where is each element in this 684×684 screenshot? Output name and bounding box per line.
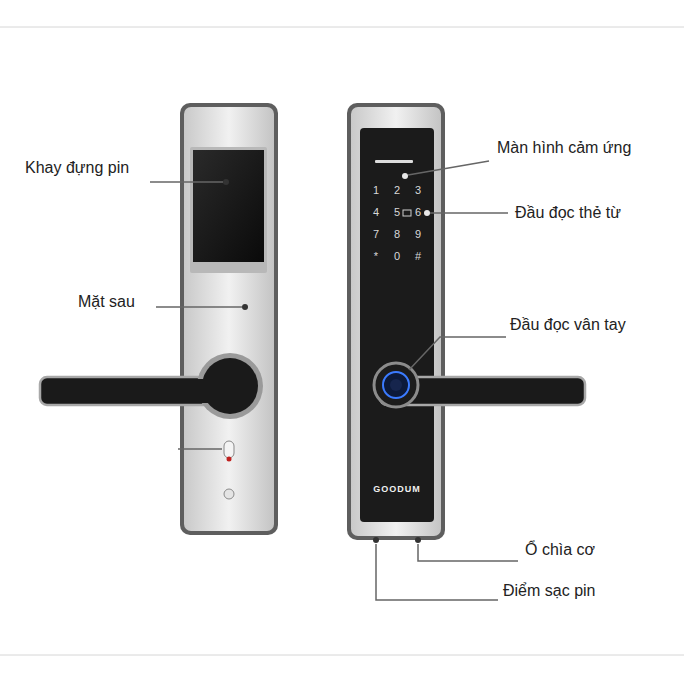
leader-line <box>408 161 489 175</box>
leader-lines <box>150 161 518 600</box>
part-label: Mặt sau <box>78 293 135 311</box>
brand-name: GOODUM <box>373 484 421 494</box>
leader-line <box>430 212 508 214</box>
fingerprint-reader <box>374 363 418 407</box>
leader-dot <box>424 210 430 216</box>
part-label: Đầu đọc thẻ từ <box>515 204 621 222</box>
part-label: Ổ chìa cơ <box>525 541 595 559</box>
panel-face <box>184 107 274 531</box>
lever-handle <box>150 379 235 403</box>
lever-handle <box>40 377 240 405</box>
screen-bar <box>375 160 413 163</box>
keypad-key: 8 <box>394 228 400 240</box>
fingerprint-sensor <box>383 372 409 398</box>
charge-point <box>373 537 379 543</box>
back-lever <box>40 353 263 419</box>
keypad-key: 3 <box>415 184 421 196</box>
front-lever <box>374 363 585 407</box>
keypad-key: 5 <box>394 206 400 218</box>
leader-line <box>156 306 242 308</box>
leader-dot <box>223 179 229 185</box>
front-glass <box>360 128 434 522</box>
part-label: Màn hình cảm ứng <box>497 139 631 157</box>
battery-tray-frame <box>190 147 267 273</box>
part-label: Khay đựng pin <box>25 159 129 177</box>
keypad-key: 0 <box>394 250 400 262</box>
frame-line <box>0 655 684 656</box>
card-icon <box>403 210 411 216</box>
keypad-key: 4 <box>373 206 379 218</box>
keypad-key: 9 <box>415 228 421 240</box>
indicator-light <box>227 457 232 462</box>
keypad-key: 1 <box>373 184 379 196</box>
thumb-switch <box>224 441 234 458</box>
reset-button <box>224 489 234 499</box>
back-panel <box>180 103 278 535</box>
leader-line <box>178 448 222 450</box>
keypad-key: * <box>374 250 378 262</box>
leader-line <box>376 544 498 600</box>
part-label: Đầu đọc vân tay <box>510 316 626 334</box>
front-panel <box>347 103 445 543</box>
leader-line <box>409 337 506 370</box>
leader-dot <box>402 173 408 179</box>
keypad-key: # <box>415 250 421 262</box>
frame-line <box>0 27 684 28</box>
panel-rim <box>180 103 278 535</box>
keypad-key: 2 <box>394 184 400 196</box>
leader-line <box>418 544 518 561</box>
fingerprint-sensor <box>390 379 402 391</box>
part-label: Điểm sạc pin <box>503 582 595 600</box>
leader-dot <box>242 304 248 310</box>
leader-line <box>150 181 223 183</box>
key-hole <box>415 537 421 543</box>
keypad-key: 7 <box>373 228 379 240</box>
battery-tray <box>193 150 264 262</box>
keypad-key: 6 <box>415 206 421 218</box>
panel-rim <box>347 103 445 540</box>
